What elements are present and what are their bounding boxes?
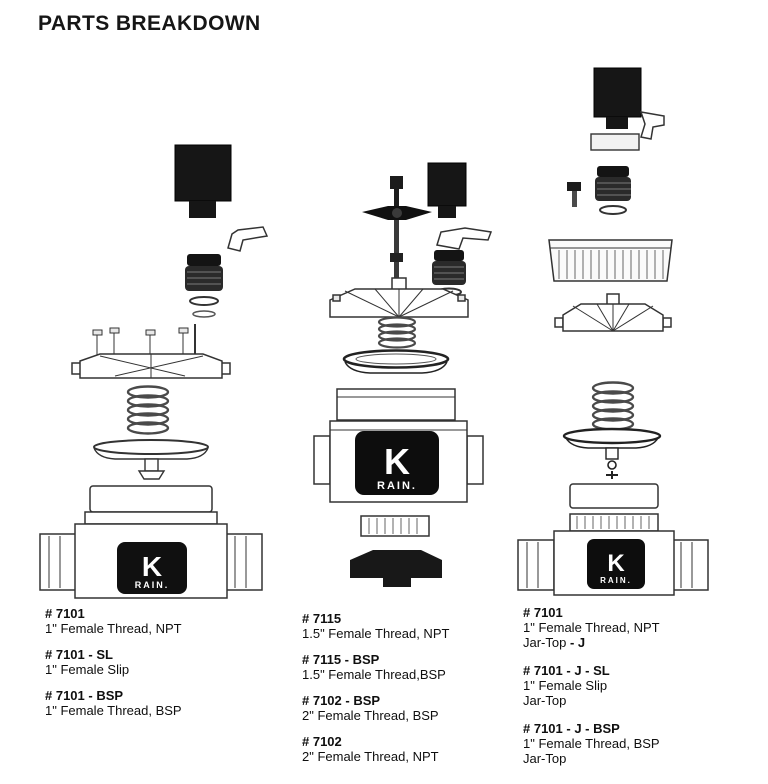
part-description: 1" Female Thread, NPT <box>523 620 660 635</box>
parts-list-7115-7102: # 7115 1.5" Female Thread, NPT # 7115 - … <box>302 611 517 775</box>
spring-icon <box>591 381 635 431</box>
part-description-line2: Jar-Top <box>523 751 567 766</box>
spring-icon <box>126 385 170 435</box>
exploded-diagram-7101-jartop: K RAIN. <box>517 67 709 596</box>
parts-list-7101: # 7101 1" Female Thread, NPT # 7101 - SL… <box>45 606 275 729</box>
part-entry: # 7101 1" Female Thread, NPT <box>45 606 275 636</box>
flow-control-handle <box>362 176 432 278</box>
seat-ring <box>569 483 659 509</box>
part-entry: # 7102 - BSP 2" Female Thread, BSP <box>302 693 517 723</box>
part-description: 1" Female Slip <box>45 662 130 677</box>
bonnet-screws <box>92 324 196 356</box>
exploded-diagram-7101: K RAIN. <box>39 144 269 599</box>
part-description: 1" Female Thread, BSP <box>523 736 660 751</box>
exploded-diagram-7115: K RAIN. <box>313 162 493 587</box>
solenoid-plunger <box>432 250 466 297</box>
part-entry: # 7101 1" Female Thread, NPT Jar-Top - J <box>523 605 748 650</box>
part-description: 2" Female Thread, NPT <box>302 749 439 764</box>
part-description-line2: Jar-Top - J <box>523 635 586 650</box>
diaphragm-assembly <box>342 349 450 374</box>
brand-rain-text: RAIN. <box>135 580 170 590</box>
part-entry: # 7115 1.5" Female Thread, NPT <box>302 611 517 641</box>
brand-k-text: K <box>607 550 625 577</box>
valve-body <box>517 513 709 596</box>
part-entry: # 7101 - J - BSP 1" Female Thread, BSP J… <box>523 721 748 766</box>
part-number: # 7102 <box>302 734 342 749</box>
part-number: # 7101 - SL <box>45 647 113 662</box>
mounting-bracket-icon <box>227 226 269 252</box>
solenoid-plunger <box>185 254 223 291</box>
part-description: 1.5" Female Thread,BSP <box>302 667 446 682</box>
part-description: 1" Female Thread, NPT <box>45 621 182 636</box>
part-entry: # 7101 - BSP 1" Female Thread, BSP <box>45 688 275 718</box>
solenoid <box>593 67 642 129</box>
part-number: # 7101 - BSP <box>45 688 124 703</box>
part-number: # 7101 <box>45 606 85 621</box>
mounting-bracket-icon <box>639 111 665 140</box>
part-number: # 7115 - BSP <box>302 652 380 667</box>
bleed-screw-icon <box>567 182 581 207</box>
brand-rain-text: RAIN. <box>377 480 417 492</box>
part-number: # 7101 - J - BSP <box>523 721 620 736</box>
part-entry: # 7101 - SL 1" Female Slip <box>45 647 275 677</box>
parts-list-7101-jartop: # 7101 1" Female Thread, NPT Jar-Top - J… <box>523 605 748 779</box>
krain-logo: K RAIN. <box>587 539 645 589</box>
solenoid <box>427 162 467 218</box>
part-description: 1" Female Thread, BSP <box>45 703 182 718</box>
outlet-adapter <box>360 515 430 537</box>
part-number: # 7115 <box>302 611 342 626</box>
diaphragm-assembly <box>562 427 662 479</box>
bonnet <box>329 277 469 318</box>
brand-k-text: K <box>384 441 410 482</box>
brand-k-text: K <box>142 551 162 582</box>
bottom-flange <box>350 550 442 587</box>
krain-logo: K RAIN. <box>117 542 187 594</box>
bonnet <box>71 353 231 379</box>
page-title: PARTS BREAKDOWN <box>38 12 261 35</box>
part-description-line2: Jar-Top <box>523 693 567 708</box>
seat-ring <box>89 485 213 513</box>
part-entry: # 7101 - J - SL 1" Female Slip Jar-Top <box>523 663 748 708</box>
part-number: # 7101 - J - SL <box>523 663 610 678</box>
jar-top-ring <box>548 239 673 282</box>
part-description: 2" Female Thread, BSP <box>302 708 439 723</box>
part-description: 1" Female Slip <box>523 678 608 693</box>
part-entry: # 7102 2" Female Thread, NPT <box>302 734 517 764</box>
part-number: # 7101 <box>523 605 563 620</box>
krain-logo: K RAIN. <box>355 431 439 495</box>
bonnet <box>554 293 672 332</box>
jartop-suffix: - J <box>566 635 586 650</box>
spring-icon <box>377 316 417 349</box>
part-description: 1.5" Female Thread, NPT <box>302 626 450 641</box>
part-entry: # 7115 - BSP 1.5" Female Thread,BSP <box>302 652 517 682</box>
solenoid <box>174 144 232 218</box>
mounting-bracket-icon <box>436 227 493 250</box>
seat-ring <box>336 388 456 421</box>
solenoid-plunger <box>595 166 631 215</box>
brand-rain-text: RAIN. <box>600 576 632 585</box>
diaphragm-assembly <box>93 439 209 480</box>
part-number: # 7102 - BSP <box>302 693 381 708</box>
bracket-plate <box>590 133 640 151</box>
o-ring-icon <box>189 296 219 318</box>
